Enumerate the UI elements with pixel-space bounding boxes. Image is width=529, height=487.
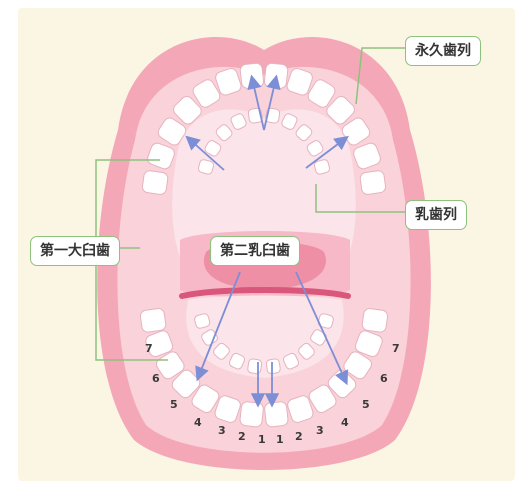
- tooth-number: 2: [238, 430, 246, 443]
- label-first-molar: 第一大臼歯: [30, 236, 120, 266]
- tooth-number: 5: [170, 398, 178, 411]
- label-primary-teeth: 乳歯列: [405, 200, 467, 230]
- permanent-tooth: [140, 308, 167, 333]
- permanent-tooth: [240, 63, 265, 89]
- permanent-tooth: [264, 401, 289, 427]
- primary-tooth: [266, 358, 281, 374]
- permanent-tooth: [239, 401, 264, 427]
- tooth-number: 2: [295, 430, 303, 443]
- label-permanent-teeth: 永久歯列: [405, 36, 481, 66]
- tooth-number: 5: [362, 398, 370, 411]
- primary-tooth: [247, 358, 262, 374]
- tooth-number: 1: [258, 433, 266, 446]
- permanent-tooth: [264, 63, 289, 89]
- permanent-tooth: [359, 170, 386, 195]
- tooth-number: 3: [316, 424, 324, 437]
- tooth-number: 7: [145, 342, 153, 355]
- permanent-tooth: [142, 170, 169, 195]
- tooth-number: 6: [380, 372, 388, 385]
- tooth-number: 6: [152, 372, 160, 385]
- tooth-number: 3: [218, 424, 226, 437]
- tooth-number: 4: [341, 416, 349, 429]
- permanent-tooth: [361, 308, 388, 333]
- label-second-primary-molar: 第二乳臼歯: [210, 236, 300, 266]
- tooth-number: 7: [392, 342, 400, 355]
- tooth-number: 1: [276, 433, 284, 446]
- tooth-number: 4: [194, 416, 202, 429]
